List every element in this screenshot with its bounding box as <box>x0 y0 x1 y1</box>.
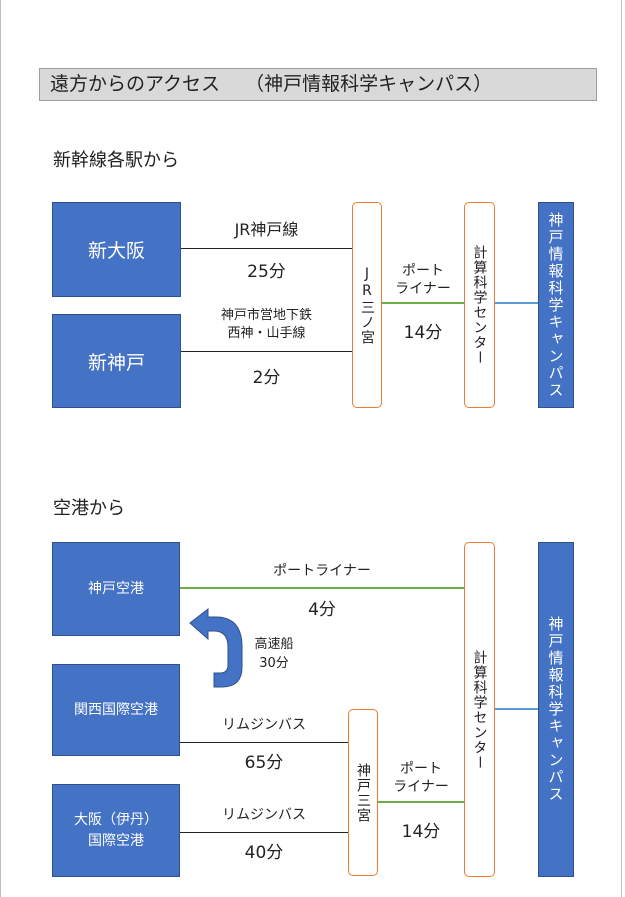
travel-time: 14分 <box>403 323 443 343</box>
campus-label: 神戸情報科学キャンパス <box>546 211 565 399</box>
travel-time: 2分 <box>252 368 281 388</box>
page-border <box>0 0 1 897</box>
ferry-label: 高速船 <box>254 637 294 652</box>
computational-science-center: 計算科学センター <box>464 202 495 408</box>
route-label: JR神戸線 <box>234 220 299 239</box>
portliner-label: ポート <box>400 761 442 777</box>
travel-time: 14分 <box>401 822 441 842</box>
center-label: 計算科学センター <box>471 649 488 770</box>
route-label: リムジンバス <box>222 717 306 733</box>
travel-time: 65分 <box>244 753 284 773</box>
route-line <box>181 248 352 249</box>
transfer-station-kobe-sannomiya: 神戸三宮 <box>348 709 378 876</box>
section-heading-shinkansen: 新幹線各駅から <box>53 150 179 171</box>
page-border <box>621 0 622 897</box>
station-label: 大阪（伊丹） <box>74 811 158 828</box>
connector-line <box>495 708 538 710</box>
station-label: 国際空港 <box>88 832 144 849</box>
travel-time: 4分 <box>308 600 336 620</box>
route-label: リムジンバス <box>222 807 306 823</box>
center-label: 計算科学センター <box>471 245 488 365</box>
portliner-line <box>180 587 464 589</box>
route-label: ポートライナー <box>273 563 371 579</box>
u-turn-arrow-icon <box>189 607 243 688</box>
campus-box: 神戸情報科学キャンパス <box>538 202 574 408</box>
portliner-label: ライナー <box>395 281 451 297</box>
station-label: 神戸空港 <box>88 580 144 597</box>
station-itami-airport: 大阪（伊丹） 国際空港 <box>52 784 180 877</box>
station-label: 新神戸 <box>87 351 145 374</box>
campus-box: 神戸情報科学キャンパス <box>538 542 574 877</box>
portliner-label: ポート <box>402 263 444 279</box>
station-kansai-airport: 関西国際空港 <box>52 664 180 756</box>
station-shin-kobe: 新神戸 <box>52 314 181 408</box>
transfer-station-jr-sannomiya: JR三ノ宮 <box>352 202 382 408</box>
route-line <box>181 351 352 352</box>
station-label: 新大阪 <box>87 240 145 262</box>
connector-line <box>495 302 538 304</box>
transfer-label: JR三ノ宮 <box>359 265 375 345</box>
ferry-time: 30分 <box>259 656 289 671</box>
travel-time: 25分 <box>247 262 286 282</box>
page-title: 遠方からのアクセス （神戸情報科学キャンパス） <box>39 68 597 101</box>
route-line <box>180 832 348 833</box>
portliner-label: ライナー <box>393 779 449 795</box>
station-kobe-airport: 神戸空港 <box>52 542 180 636</box>
section-heading-airport: 空港から <box>53 498 125 519</box>
portliner-line <box>382 302 464 304</box>
route-label: 西神・山手線 <box>227 326 306 341</box>
station-label: 関西国際空港 <box>74 701 158 718</box>
route-label: 神戸市営地下鉄 <box>220 308 312 323</box>
route-line <box>180 742 348 743</box>
portliner-line <box>378 801 464 803</box>
computational-science-center: 計算科学センター <box>464 542 495 877</box>
station-shin-osaka: 新大阪 <box>52 202 181 297</box>
transfer-label: 神戸三宮 <box>355 762 371 823</box>
travel-time: 40分 <box>244 843 284 863</box>
campus-label: 神戸情報科学キャンパス <box>546 616 565 803</box>
